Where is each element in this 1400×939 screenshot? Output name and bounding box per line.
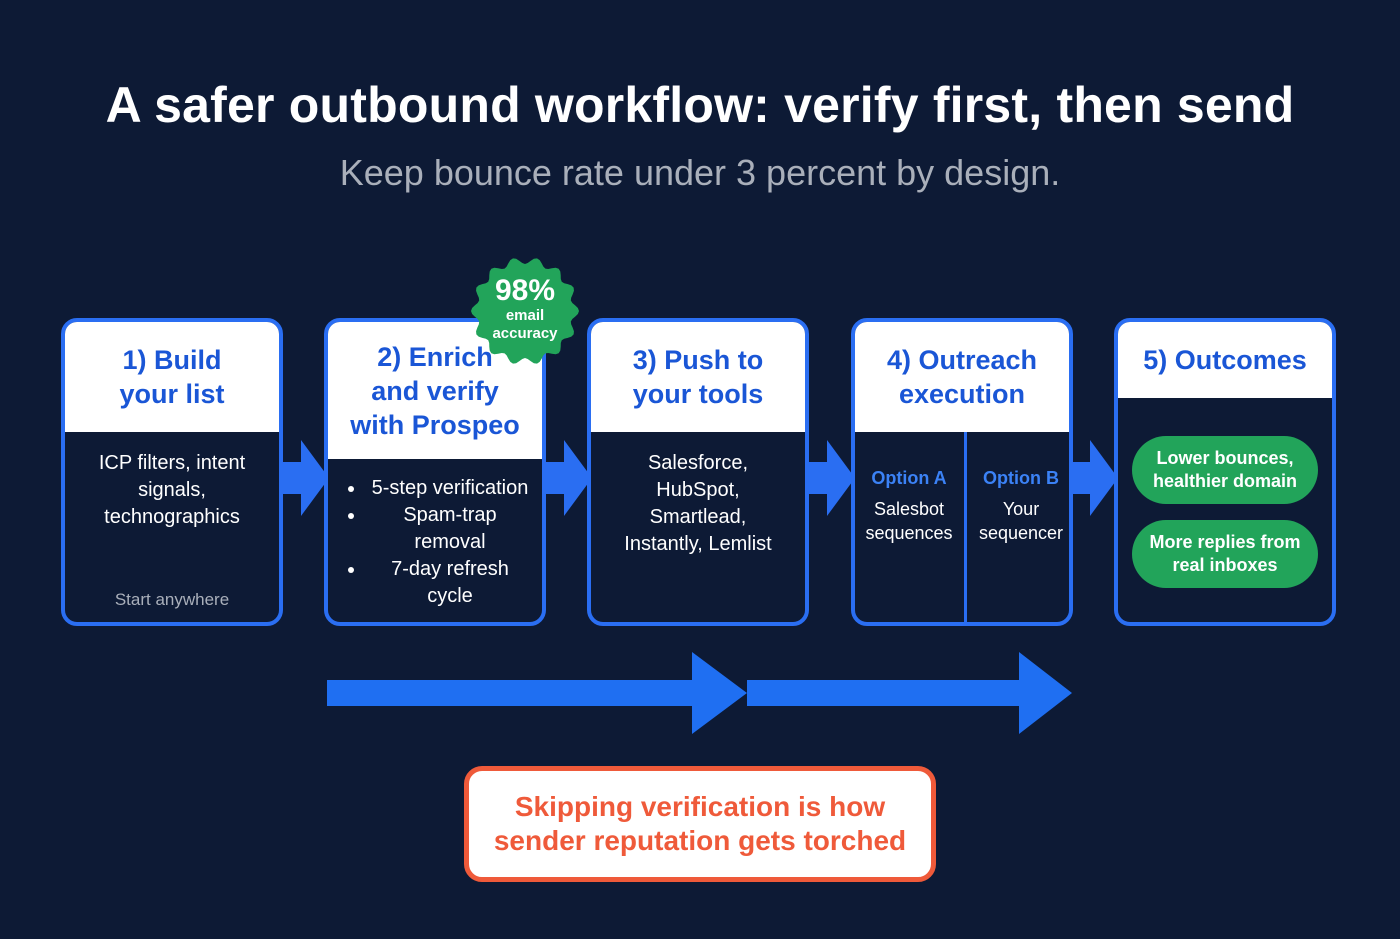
badge-value: 98% [494, 274, 556, 307]
outcome-pill: More replies from real inboxes [1132, 520, 1318, 588]
step-title: 3) Push to your tools [591, 322, 805, 432]
long-arrow-icon [327, 652, 1072, 734]
arrow-right-icon [546, 440, 592, 516]
step-title: 4) Outreach execution [855, 322, 1069, 432]
badge-label: email [505, 307, 545, 324]
step-card-outcomes: 5) Outcomes Lower bounces, healthier dom… [1114, 318, 1336, 626]
page-title: A safer outbound workflow: verify first,… [105, 77, 1295, 133]
arrow-right-icon [809, 440, 855, 516]
list-item: Spam-trap removal [366, 502, 534, 556]
arrow-right-icon [283, 440, 329, 516]
option-b: Option B Your sequencer [978, 468, 1064, 543]
badge-label: accuracy [492, 325, 558, 342]
list-item: 7-day refresh cycle [366, 556, 534, 610]
arrow-right-icon [1072, 440, 1118, 516]
step-card-build-list: 1) Build your list ICP filters, intent s… [61, 318, 283, 626]
option-a: Option A Salesbot sequences [865, 468, 953, 543]
step-title: 1) Build your list [65, 322, 279, 432]
step-card-push-tools: 3) Push to your tools Salesforce, HubSpo… [587, 318, 809, 626]
step-title: 2) Enrich and verify with Prospeo [328, 322, 542, 459]
step-card-enrich-verify: 2) Enrich and verify with Prospeo 5-step… [324, 318, 546, 626]
step-description: Salesforce, HubSpot, Smartlead, Instantl… [624, 452, 772, 555]
divider [964, 432, 967, 622]
accuracy-badge: 98% email accuracy [470, 256, 580, 366]
page-subtitle: Keep bounce rate under 3 percent by desi… [339, 152, 1061, 193]
warning-callout: Skipping verification is how sender repu… [464, 766, 936, 882]
step-footnote: Start anywhere [114, 590, 230, 609]
step-card-outreach: 4) Outreach execution Option A Salesbot … [851, 318, 1073, 626]
step-description: ICP filters, intent signals, technograph… [98, 452, 246, 528]
option-split: Option A Salesbot sequences Option B You… [855, 432, 1069, 622]
badge-seal-icon [471, 258, 579, 364]
list-item: 5-step verification [366, 475, 534, 502]
step-title: 5) Outcomes [1118, 322, 1332, 398]
outcome-pill: Lower bounces, healthier domain [1132, 436, 1318, 504]
step-bullet-list: 5-step verification Spam-trap removal 7-… [328, 459, 542, 610]
